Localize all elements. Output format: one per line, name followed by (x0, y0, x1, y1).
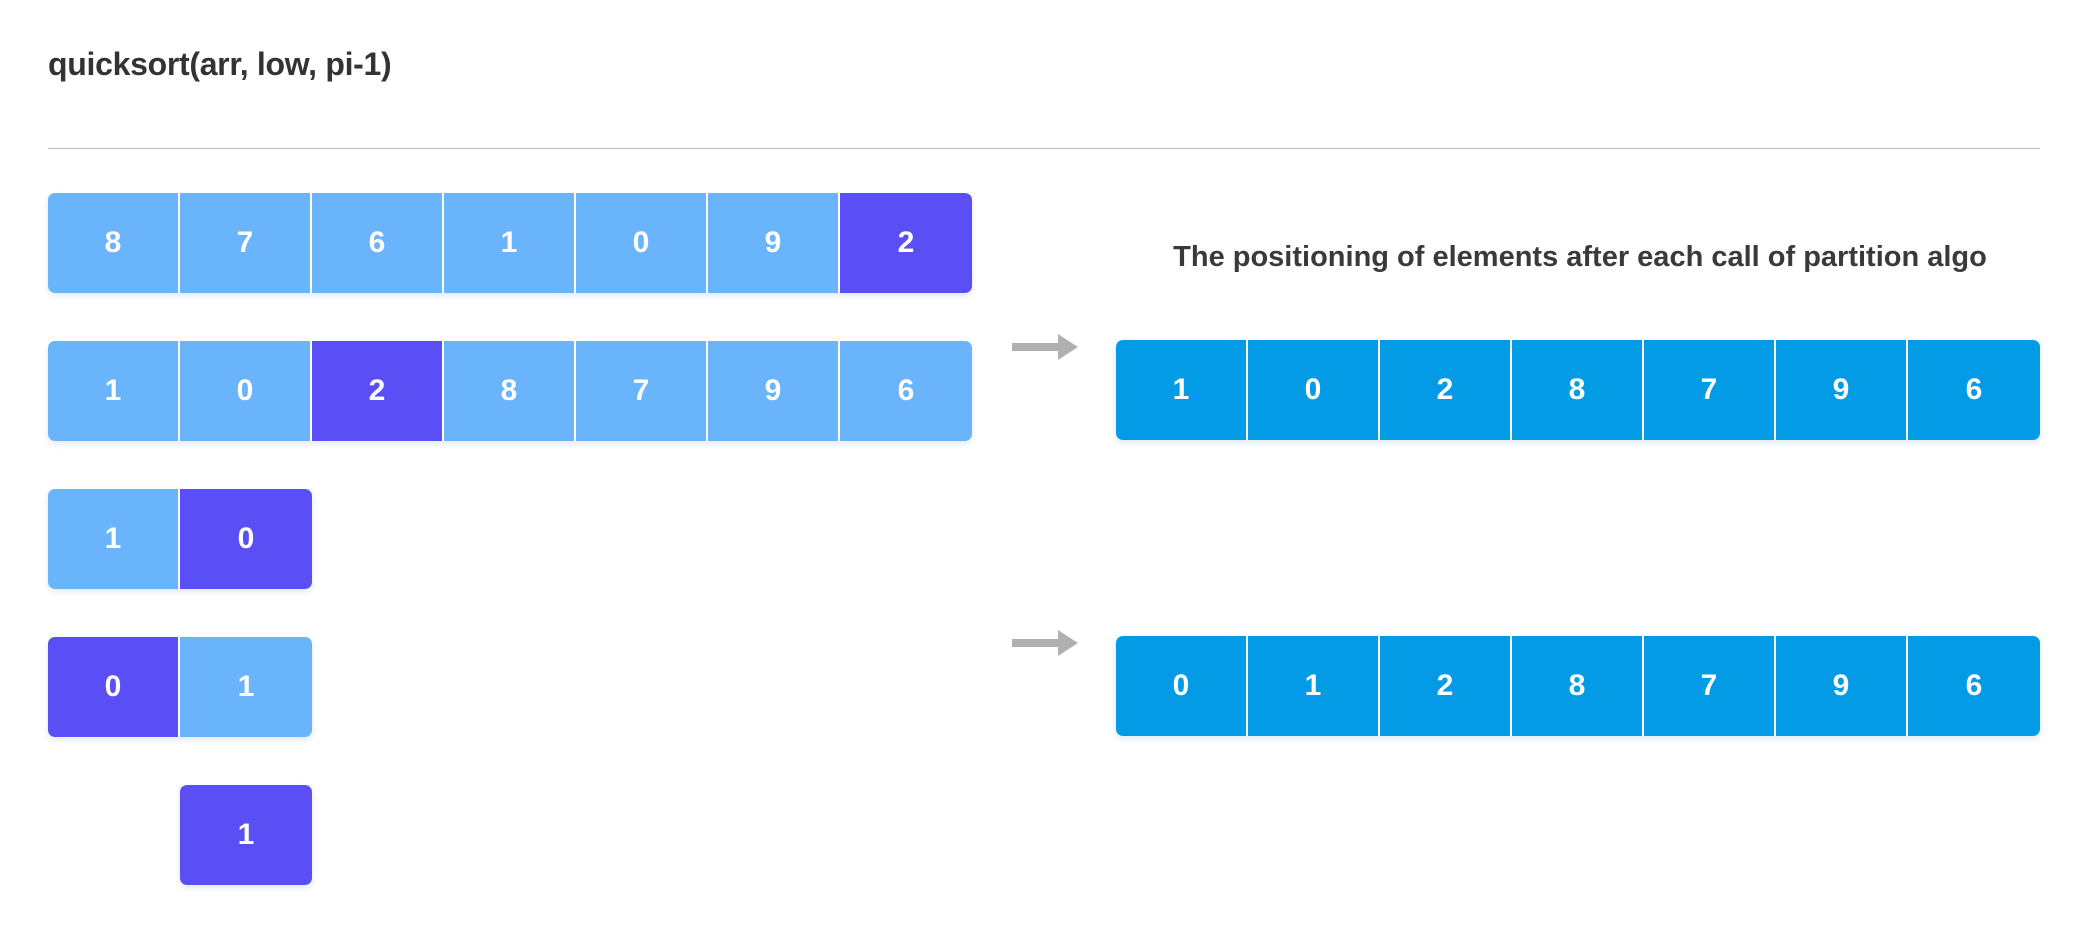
array-cell: 6 (840, 341, 972, 441)
array-cell: 9 (708, 193, 840, 293)
array-cell-pivot: 1 (180, 785, 312, 885)
array-cell: 7 (180, 193, 312, 293)
result-cell: 9 (1776, 636, 1908, 736)
arrow-shaft (1012, 639, 1058, 647)
step-row: 1 (48, 785, 1008, 885)
result-cell: 0 (1116, 636, 1248, 736)
array-cell-pivot: 2 (840, 193, 972, 293)
arrow-head-icon (1058, 630, 1078, 656)
result-cell: 2 (1380, 340, 1512, 440)
array-cell: 1 (48, 489, 180, 589)
page-title: quicksort(arr, low, pi-1) (48, 46, 392, 82)
arrow-to-result-2 (1012, 630, 1078, 656)
arrow-head-icon (1058, 334, 1078, 360)
array-cell: 6 (312, 193, 444, 293)
array-cell: 8 (48, 193, 180, 293)
arrow-shaft (1012, 343, 1058, 351)
array-cell: 1 (48, 341, 180, 441)
result-cell: 6 (1908, 636, 2040, 736)
step-5-array: 1 (180, 785, 312, 885)
array-cell: 0 (180, 341, 312, 441)
array-cell-pivot: 0 (180, 489, 312, 589)
array-cell: 1 (444, 193, 576, 293)
results-heading: The positioning of elements after each c… (1173, 241, 1987, 273)
result-cell: 6 (1908, 340, 2040, 440)
result-cell: 1 (1116, 340, 1248, 440)
array-cell-pivot: 2 (312, 341, 444, 441)
result-cell: 8 (1512, 636, 1644, 736)
array-cell-pivot: 0 (48, 637, 180, 737)
result-cell: 1 (1248, 636, 1380, 736)
title-divider (48, 148, 2040, 149)
array-cell: 0 (576, 193, 708, 293)
result-cell: 2 (1380, 636, 1512, 736)
array-cell: 1 (180, 637, 312, 737)
result-cell: 8 (1512, 340, 1644, 440)
arrow-to-result-1 (1012, 334, 1078, 360)
result-cell: 7 (1644, 636, 1776, 736)
array-cell: 9 (708, 341, 840, 441)
array-cell: 8 (444, 341, 576, 441)
result-cell: 7 (1644, 340, 1776, 440)
result-cell: 0 (1248, 340, 1380, 440)
array-cell: 7 (576, 341, 708, 441)
result-cell: 9 (1776, 340, 1908, 440)
results-panel: The positioning of elements after each c… (1116, 238, 2044, 276)
